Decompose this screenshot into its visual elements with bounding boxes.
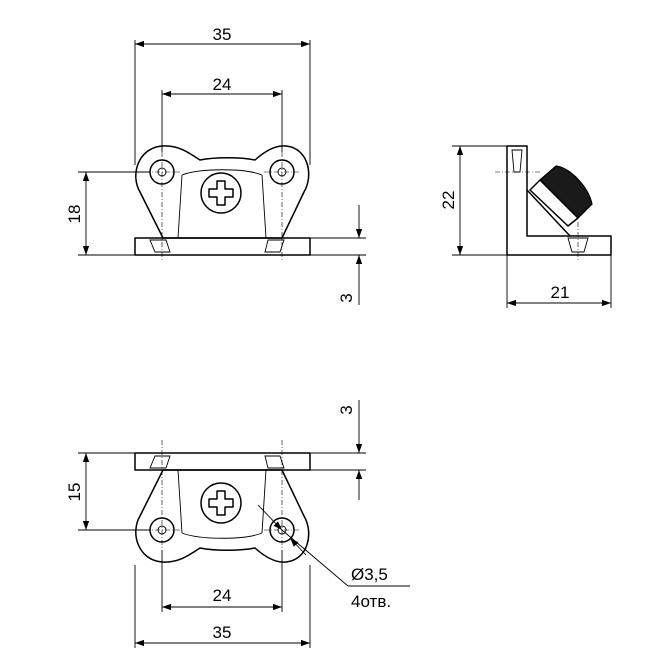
bottom-body-outline <box>135 469 310 563</box>
front-dim-width: 35 <box>213 25 232 44</box>
side-view: 22 21 <box>439 145 612 308</box>
front-dim-hole-spacing: 24 <box>213 75 232 94</box>
side-dim-height: 22 <box>439 191 458 210</box>
bottom-dim-hole-spacing: 24 <box>213 586 232 605</box>
front-body-outline <box>135 145 310 239</box>
bottom-dim-base-thickness: 3 <box>337 405 356 414</box>
front-screw-cross <box>208 180 234 206</box>
bottom-dim-height: 15 <box>65 483 84 502</box>
bottom-base-countersinks <box>149 455 285 469</box>
front-base-countersinks <box>149 239 285 253</box>
bottom-screw-head <box>200 482 242 524</box>
front-dim-base-thickness: 3 <box>337 293 356 302</box>
front-dim-height: 18 <box>65 205 84 224</box>
front-webs <box>177 169 267 239</box>
bottom-webs <box>177 469 267 539</box>
bottom-hole-diameter-label: Ø3,5 <box>351 565 388 584</box>
front-view: 35 24 18 3 <box>65 25 366 305</box>
side-screw-shank <box>529 179 579 227</box>
side-web <box>526 189 571 237</box>
side-bracket-outline <box>506 145 612 256</box>
side-dim-depth: 21 <box>551 283 570 302</box>
bottom-view: 3 15 24 35 Ø3,5 4отв. <box>65 400 410 648</box>
bottom-hole-count-label: 4отв. <box>351 592 391 611</box>
bottom-screw-cross <box>208 490 234 516</box>
bottom-dim-width: 35 <box>213 623 232 642</box>
front-screw-head <box>200 172 242 214</box>
side-screw-head <box>539 165 593 219</box>
